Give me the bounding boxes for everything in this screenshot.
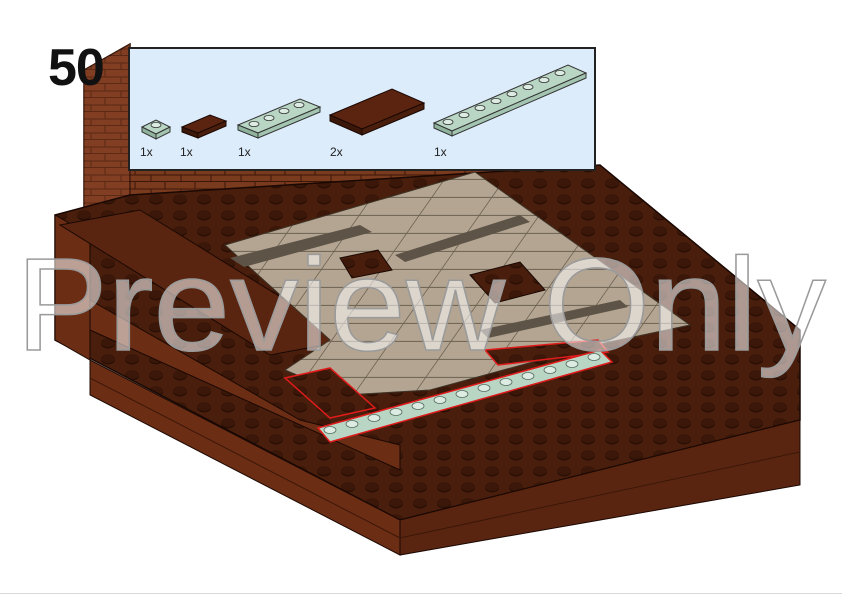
page-divider <box>0 593 842 594</box>
new-parts-highlight <box>283 339 614 443</box>
part-quantity: 1x <box>434 145 447 159</box>
part-quantity: 1x <box>238 145 251 159</box>
plate-2x4-brown-icon <box>328 88 426 136</box>
plate-1x1-light-green-icon <box>140 119 172 140</box>
plate-1x2-brown-icon <box>180 114 228 139</box>
plate-1x4-light-green-icon <box>236 98 322 139</box>
part-quantity: 1x <box>180 145 193 159</box>
part-quantity: 2x <box>330 145 343 159</box>
plate-1x8-light-green-icon <box>432 64 588 137</box>
parts-list: 1x 1x 1x 2x <box>128 47 596 171</box>
wood-floor <box>224 171 692 396</box>
step-number: 50 <box>48 39 105 97</box>
part-quantity: 1x <box>140 145 153 159</box>
